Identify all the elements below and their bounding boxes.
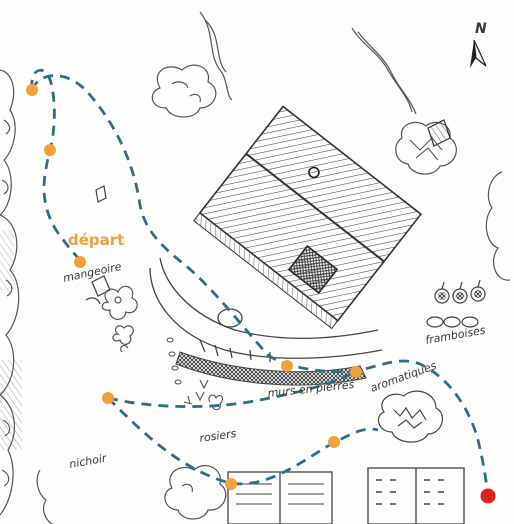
vine-sketch	[199, 11, 417, 115]
aromatiques-sketch	[377, 390, 444, 443]
path-route-rosiers	[107, 370, 356, 408]
north-arrow-icon: N	[470, 21, 487, 68]
end-point-marker[interactable]	[480, 488, 496, 504]
waypoint-beds[interactable]	[225, 478, 237, 490]
terrace-sketch	[149, 257, 383, 362]
label-nichoir: nichoir	[68, 451, 109, 471]
nichoir-tree-sketch	[36, 465, 227, 524]
right-tree-sketch	[485, 171, 511, 281]
label-depart: départ	[68, 231, 124, 249]
label-rosiers: rosiers	[199, 427, 238, 445]
waypoint-rosiers[interactable]	[102, 392, 114, 404]
flower-bush-sketch	[101, 285, 138, 353]
north-label: N	[475, 21, 487, 37]
rosiers-sketch	[183, 379, 224, 411]
path-route-main	[30, 74, 490, 496]
framboises-sketch	[426, 279, 486, 328]
waypoint-2[interactable]	[44, 144, 56, 156]
waypoint-depart[interactable]	[74, 256, 86, 268]
waypoint-aromatiques[interactable]	[350, 366, 362, 378]
stepping-stones-sketch	[166, 337, 182, 385]
waypoint-murs[interactable]	[281, 360, 293, 372]
tree-sketch	[151, 64, 217, 118]
framboises-fill	[438, 290, 482, 300]
bird-feeder-sketch	[85, 185, 111, 305]
waypoints	[26, 84, 362, 490]
raised-bed-sketch	[227, 467, 465, 524]
path-route-south	[107, 397, 379, 486]
left-hedge-shading	[0, 230, 22, 450]
house-roof-sketch	[193, 105, 451, 330]
label-aromatiques: aromatiques	[369, 359, 439, 395]
waypoint-south[interactable]	[328, 436, 340, 448]
waypoint-1[interactable]	[26, 84, 38, 96]
stone-wall-sketch	[175, 351, 367, 386]
walking-path	[30, 68, 490, 496]
